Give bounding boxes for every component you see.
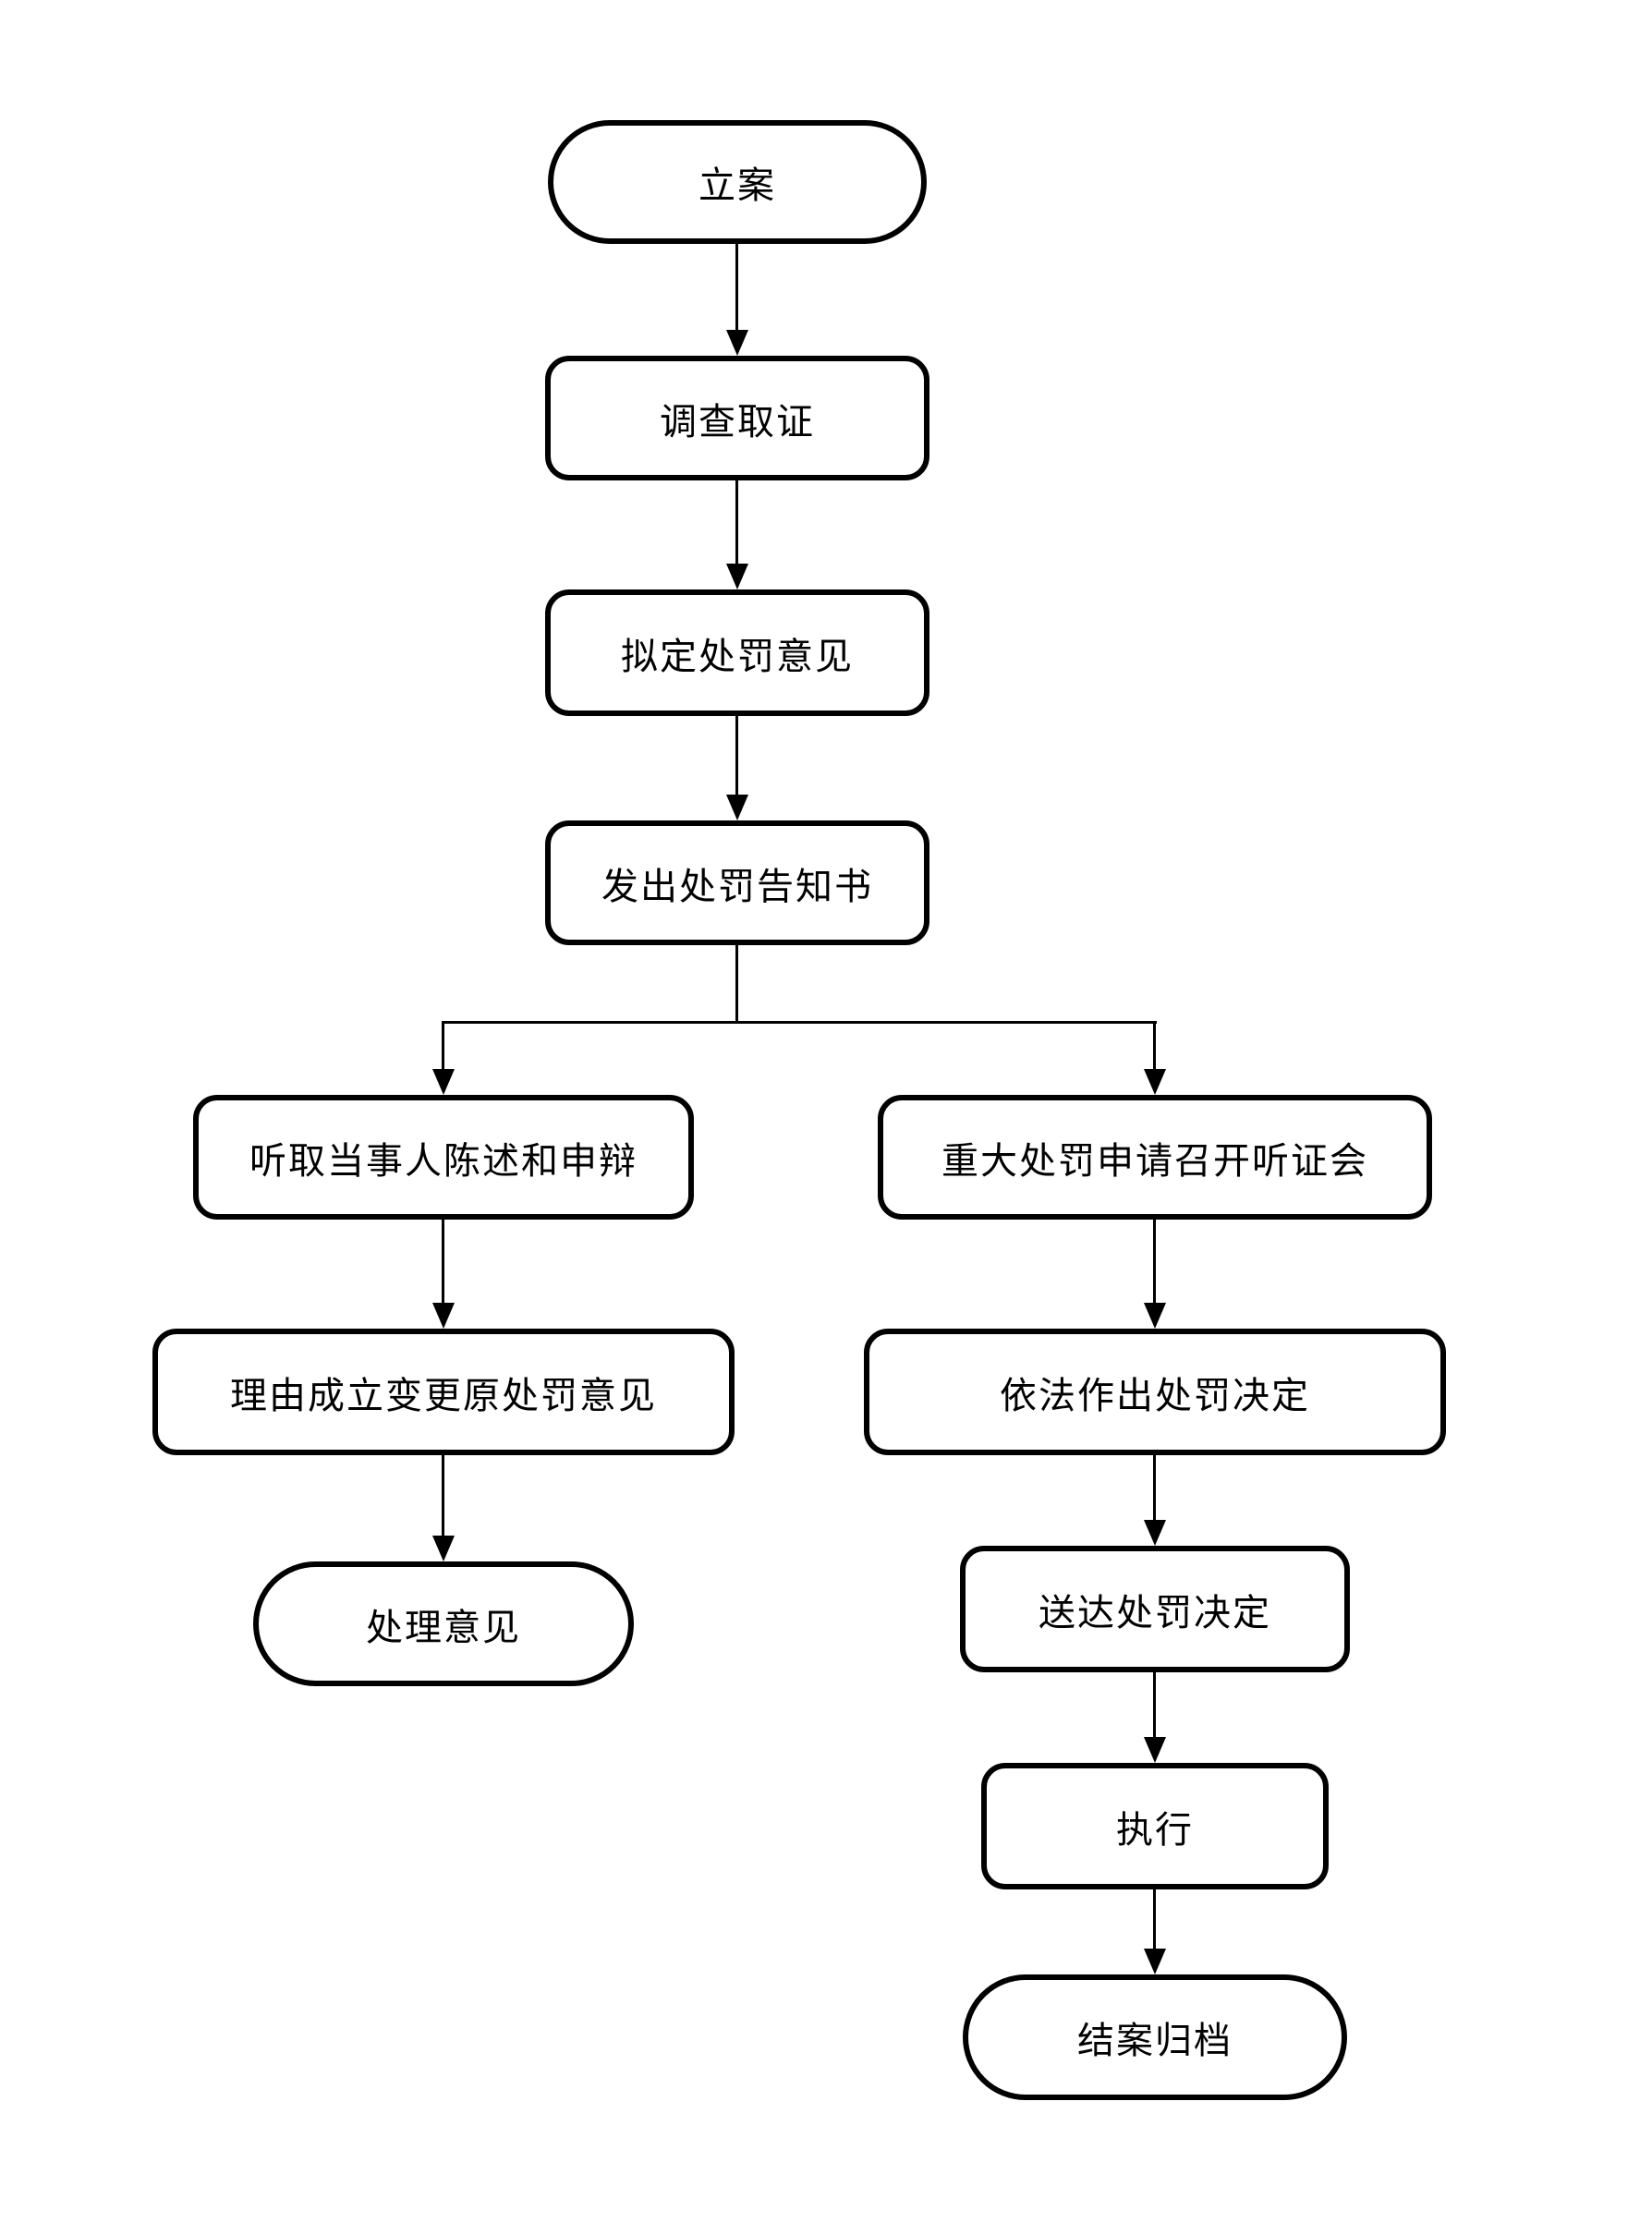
- node-issue-notice-label: 发出处罚告知书: [601, 865, 873, 907]
- arrowhead-close-and-archive: [1144, 1949, 1166, 1974]
- node-change-opinion-label: 理由成立变更原处罚意见: [230, 1374, 657, 1416]
- node-major-hearing-label: 重大处罚申请召开听证会: [941, 1139, 1368, 1182]
- arrowhead-change-opinion: [432, 1303, 455, 1329]
- arrowhead-draft-penalty: [726, 564, 748, 589]
- connector-execution-to-close-and-archive: [1153, 1888, 1156, 1950]
- node-case-filing-label: 立案: [698, 164, 776, 206]
- arrowhead-deliver-decision: [1144, 1520, 1166, 1546]
- node-draft-penalty-label: 拟定处罚意见: [621, 635, 854, 677]
- node-deliver-decision: 送达处罚决定: [960, 1546, 1350, 1672]
- arrowhead-major-hearing: [1144, 1069, 1166, 1095]
- connector-change-opinion-to-handling-opinion: [442, 1453, 444, 1537]
- arrowhead-investigation: [726, 330, 748, 356]
- node-hear-statement-label: 听取当事人陈述和申辩: [249, 1139, 638, 1182]
- node-execution: 执行: [981, 1763, 1329, 1889]
- connector-draft-penalty-to-issue-notice: [735, 714, 738, 796]
- node-handling-opinion-label: 处理意见: [366, 1606, 521, 1648]
- arrowhead-execution: [1144, 1737, 1166, 1763]
- connector-split-left-leg: [442, 1021, 444, 1071]
- node-legal-decision: 依法作出处罚决定: [864, 1329, 1446, 1455]
- connector-split-horizontal: [442, 1021, 1157, 1024]
- node-handling-opinion: 处理意见: [253, 1561, 634, 1686]
- arrowhead-issue-notice: [726, 795, 748, 820]
- arrowhead-legal-decision: [1144, 1303, 1166, 1329]
- connector-major-hearing-to-legal-decision: [1153, 1218, 1156, 1305]
- node-close-and-archive: 结案归档: [963, 1974, 1347, 2100]
- connector-split-stem: [735, 943, 738, 1024]
- node-case-filing: 立案: [548, 120, 927, 244]
- connector-legal-decision-to-deliver-decision: [1153, 1453, 1156, 1522]
- connector-case-filing-to-investigation: [735, 242, 738, 331]
- node-hear-statement: 听取当事人陈述和申辩: [193, 1095, 694, 1220]
- node-legal-decision-label: 依法作出处罚决定: [1000, 1374, 1310, 1416]
- node-issue-notice: 发出处罚告知书: [545, 820, 929, 945]
- connector-split-right-leg: [1153, 1021, 1156, 1071]
- node-execution-label: 执行: [1116, 1808, 1194, 1851]
- node-draft-penalty: 拟定处罚意见: [545, 589, 929, 716]
- node-change-opinion: 理由成立变更原处罚意见: [152, 1329, 735, 1455]
- arrowhead-handling-opinion: [432, 1536, 455, 1561]
- node-deliver-decision-label: 送达处罚决定: [1039, 1591, 1271, 1634]
- node-investigation-label: 调查取证: [660, 400, 815, 443]
- node-investigation: 调查取证: [545, 356, 929, 480]
- connector-hear-statement-to-change-opinion: [442, 1218, 444, 1305]
- node-close-and-archive-label: 结案归档: [1077, 2020, 1233, 2061]
- node-major-hearing: 重大处罚申请召开听证会: [878, 1095, 1432, 1220]
- arrowhead-hear-statement: [432, 1069, 455, 1095]
- connector-deliver-decision-to-execution: [1153, 1670, 1156, 1739]
- connector-investigation-to-draft-penalty: [735, 479, 738, 565]
